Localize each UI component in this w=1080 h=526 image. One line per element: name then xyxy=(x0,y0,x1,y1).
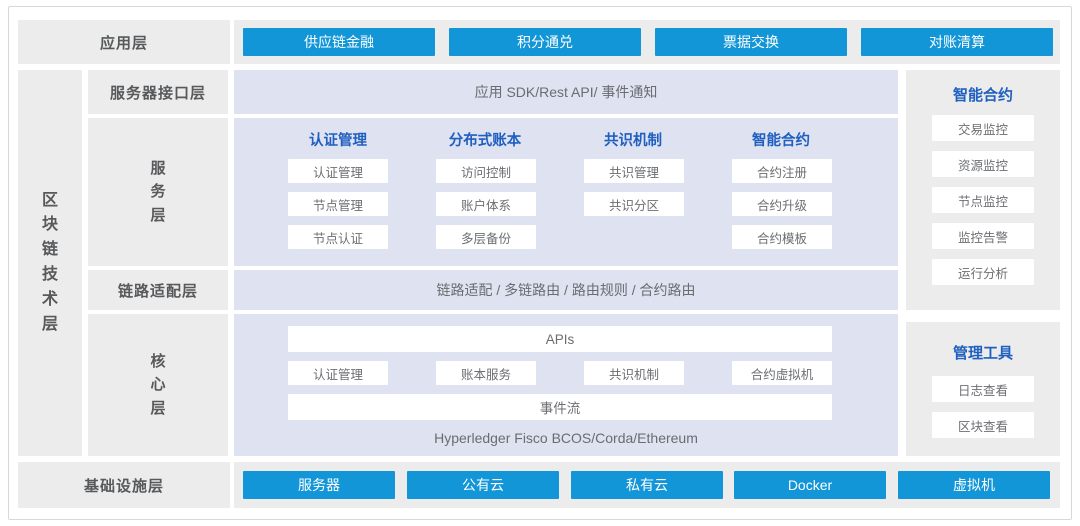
service-card-consensus-0[interactable]: 共识管理 xyxy=(584,159,684,183)
link-adaptation-layer-label: 链路适配层 xyxy=(117,282,198,300)
spine-char-4: 术 xyxy=(41,290,58,308)
core-card-contract-vm[interactable]: 合约虚拟机 xyxy=(732,361,832,385)
app-button-supply-chain-finance[interactable]: 供应链金融 xyxy=(243,28,435,56)
service-layer-label: 服 务 层 xyxy=(88,118,228,266)
service-label-char-1: 务 xyxy=(150,183,166,201)
application-layer-label: 应用层 xyxy=(99,34,148,52)
right-panel-card-runtime-analysis[interactable]: 运行分析 xyxy=(932,259,1034,285)
right-panel-card-block-view[interactable]: 区块查看 xyxy=(932,412,1034,438)
right-panel-management-tools-heading: 管理工具 xyxy=(952,344,1013,362)
core-label-char-0: 核 xyxy=(150,353,166,371)
service-card-consensus-1[interactable]: 共识分区 xyxy=(584,192,684,216)
blockchain-tech-layer-spine: 区 块 链 技 术 层 xyxy=(18,70,82,456)
spine-char-1: 块 xyxy=(41,216,58,234)
service-card-contract-0[interactable]: 合约注册 xyxy=(732,159,832,183)
service-card-contract-1[interactable]: 合约升级 xyxy=(732,192,832,216)
core-card-ledger-service[interactable]: 账本服务 xyxy=(436,361,536,385)
server-interface-layer-band-text: 应用 SDK/Rest API/ 事件通知 xyxy=(474,84,658,100)
infra-button-private-cloud[interactable]: 私有云 xyxy=(571,471,723,499)
blockchain-tech-layer-label: 区 块 链 技 术 层 xyxy=(18,70,82,456)
service-label-char-0: 服 xyxy=(150,160,166,178)
core-label-char-1: 心 xyxy=(150,376,166,394)
spine-char-0: 区 xyxy=(41,191,58,209)
core-event-stream-row[interactable]: 事件流 xyxy=(288,394,832,420)
server-interface-layer-label-block: 服务器接口层 xyxy=(88,70,228,114)
right-panel-card-log-view[interactable]: 日志查看 xyxy=(932,376,1034,402)
infrastructure-layer-label: 基础设施层 xyxy=(83,477,164,495)
right-panel-card-monitor-alarm[interactable]: 监控告警 xyxy=(932,223,1034,249)
service-card-ledger-0[interactable]: 访问控制 xyxy=(436,159,536,183)
right-panel-smart-contract-heading: 智能合约 xyxy=(952,86,1013,104)
app-button-reconciliation-settlement[interactable]: 对账清算 xyxy=(861,28,1053,56)
service-card-auth-2[interactable]: 节点认证 xyxy=(288,225,388,249)
service-layer-label-block: 服 务 层 xyxy=(88,118,228,266)
app-button-points-exchange[interactable]: 积分通兑 xyxy=(449,28,641,56)
server-interface-layer-label: 服务器接口层 xyxy=(109,84,206,102)
infra-button-public-cloud[interactable]: 公有云 xyxy=(407,471,559,499)
service-card-auth-1[interactable]: 节点管理 xyxy=(288,192,388,216)
service-column-heading-ledger: 分布式账本 xyxy=(448,132,522,149)
service-label-char-2: 层 xyxy=(150,206,166,224)
link-adaptation-layer-band-text: 链路适配 / 多链路由 / 路由规则 / 合约路由 xyxy=(436,282,696,298)
core-card-auth[interactable]: 认证管理 xyxy=(288,361,388,385)
service-card-auth-0[interactable]: 认证管理 xyxy=(288,159,388,183)
application-layer-label-block: 应用层 xyxy=(18,20,230,64)
spine-char-2: 链 xyxy=(41,241,58,259)
service-column-heading-auth: 认证管理 xyxy=(309,132,367,149)
core-label-char-2: 层 xyxy=(150,399,166,417)
core-layer-label-block: 核 心 层 xyxy=(88,314,228,456)
core-layer-footer-text: Hyperledger Fisco BCOS/Corda/Ethereum xyxy=(434,430,698,446)
server-interface-layer-band: 应用 SDK/Rest API/ 事件通知 xyxy=(234,70,898,114)
service-card-ledger-2[interactable]: 多层备份 xyxy=(436,225,536,249)
service-column-heading-consensus: 共识机制 xyxy=(604,132,662,149)
right-panel-card-node-monitor[interactable]: 节点监控 xyxy=(932,187,1034,213)
app-button-bill-exchange[interactable]: 票据交换 xyxy=(655,28,847,56)
infra-button-docker[interactable]: Docker xyxy=(734,471,886,499)
core-card-consensus[interactable]: 共识机制 xyxy=(584,361,684,385)
infra-button-virtual-machine[interactable]: 虚拟机 xyxy=(898,471,1050,499)
spine-char-5: 层 xyxy=(41,315,58,333)
service-card-contract-2[interactable]: 合约模板 xyxy=(732,225,832,249)
link-adaptation-layer-band: 链路适配 / 多链路由 / 路由规则 / 合约路由 xyxy=(234,270,898,310)
core-layer-label: 核 心 层 xyxy=(88,314,228,456)
right-panel-card-resource-monitor[interactable]: 资源监控 xyxy=(932,151,1034,177)
infra-button-server[interactable]: 服务器 xyxy=(243,471,395,499)
right-panel-card-transaction-monitor[interactable]: 交易监控 xyxy=(932,115,1034,141)
infrastructure-layer-label-block: 基础设施层 xyxy=(18,462,230,508)
link-adaptation-layer-label-block: 链路适配层 xyxy=(88,270,228,310)
service-card-ledger-1[interactable]: 账户体系 xyxy=(436,192,536,216)
core-apis-row[interactable]: APIs xyxy=(288,326,832,352)
service-column-heading-contract: 智能合约 xyxy=(752,132,810,149)
spine-char-3: 技 xyxy=(41,266,58,283)
